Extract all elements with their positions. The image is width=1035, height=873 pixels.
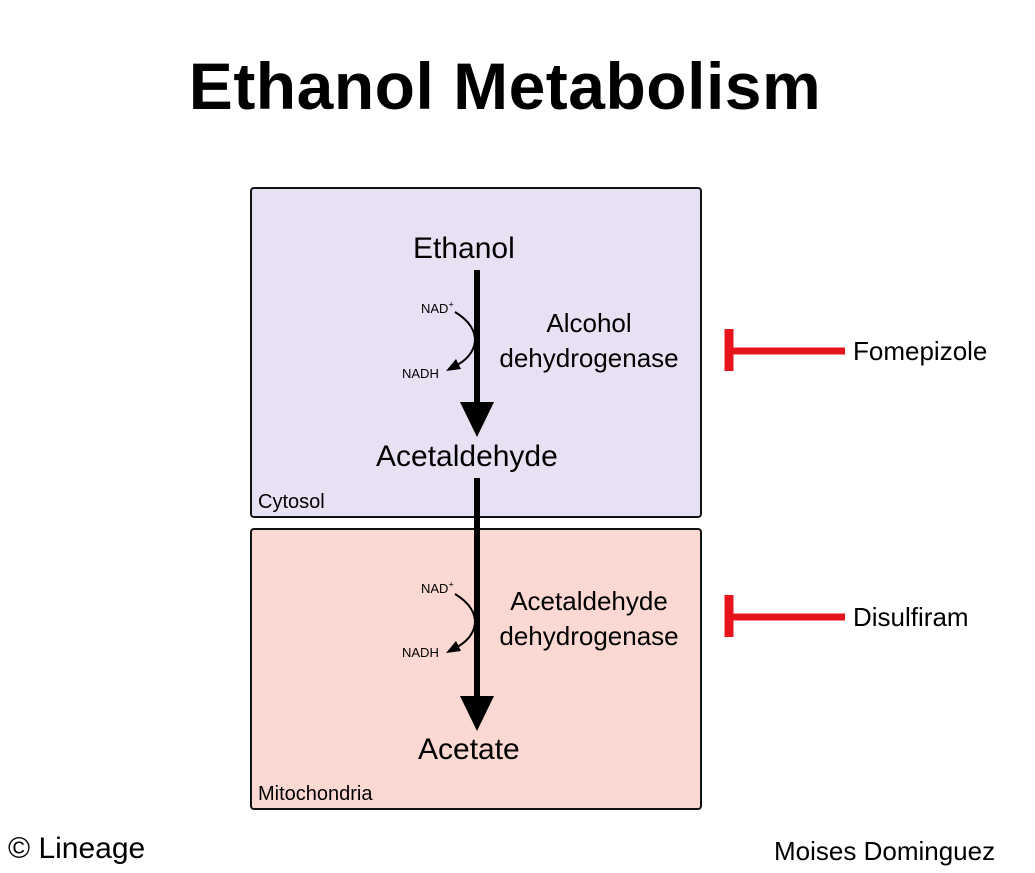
cofactor-nad-1: NAD+ [421,299,454,316]
cofactor-curve-1 [454,311,476,367]
diagram-title: Ethanol Metabolism [188,49,822,123]
inhibitor-disulfiram: Disulfiram [853,602,969,632]
metabolite-acetate: Acetate [418,733,520,766]
inhibitor-fomepizole: Fomepizole [853,336,988,366]
cytosol-label: Cytosol [258,491,325,513]
mitochondria-label: Mitochondria [258,783,373,805]
cofactor-nadh-1: NADH [402,366,439,381]
enzyme-1-line-1: Alcohol [546,308,632,338]
arrowhead-acetate [460,696,494,731]
arrowhead-acetaldehyde [460,402,494,437]
enzyme-1-line-2: dehydrogenase [499,343,679,373]
cofactor-curve-2 [454,593,476,649]
cofactor-nad-2: NAD+ [421,579,454,596]
author-credit: Moises Dominguez [774,836,996,866]
cofactor-arrowhead-1 [446,359,461,371]
metabolite-acetaldehyde: Acetaldehyde [376,440,558,473]
enzyme-2-line-1: Acetaldehyde [510,586,668,616]
enzyme-alcohol-dehydrogenase: Alcohol dehydrogenase [488,306,690,376]
cofactor-arrowhead-2 [446,641,461,653]
metabolite-ethanol: Ethanol [413,232,515,265]
cofactor-nadh-2: NADH [402,645,439,660]
copyright-lineage: © Lineage [8,832,146,865]
enzyme-acetaldehyde-dehydrogenase: Acetaldehyde dehydrogenase [488,584,690,654]
enzyme-2-line-2: dehydrogenase [499,621,679,651]
